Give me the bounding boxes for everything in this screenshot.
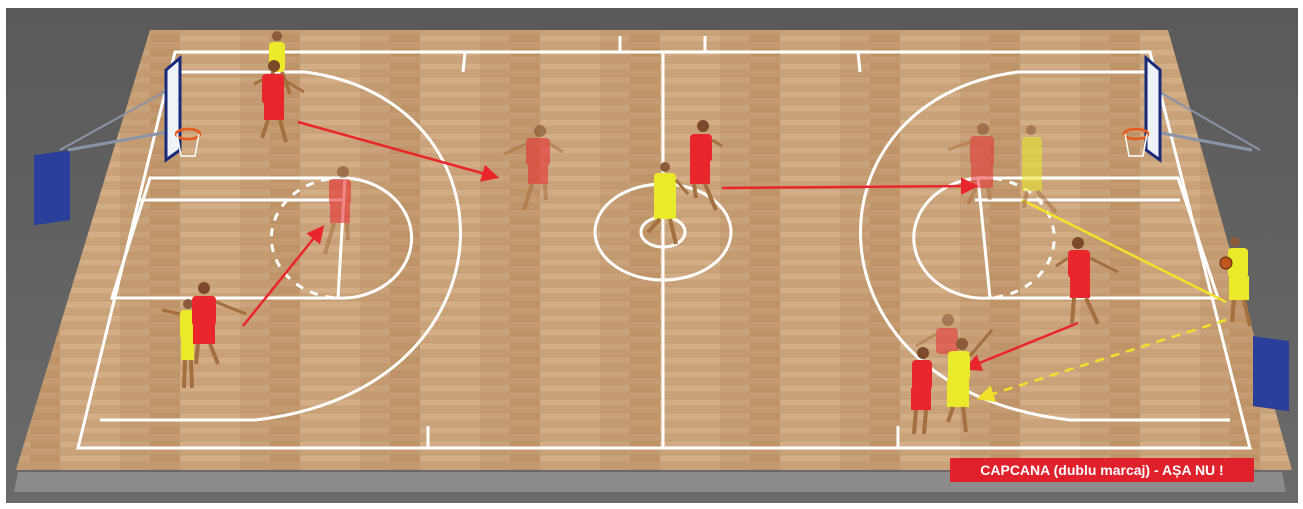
right-backboard [1146, 58, 1160, 160]
left-backboard [166, 58, 180, 160]
court-floor [16, 30, 1292, 470]
caption-banner: CAPCANA (dublu marcaj) - AȘA NU ! [950, 458, 1254, 482]
basketball-icon [1220, 257, 1232, 269]
right-stanchion-pad [1253, 336, 1289, 411]
left-stanchion-pad [34, 150, 70, 225]
